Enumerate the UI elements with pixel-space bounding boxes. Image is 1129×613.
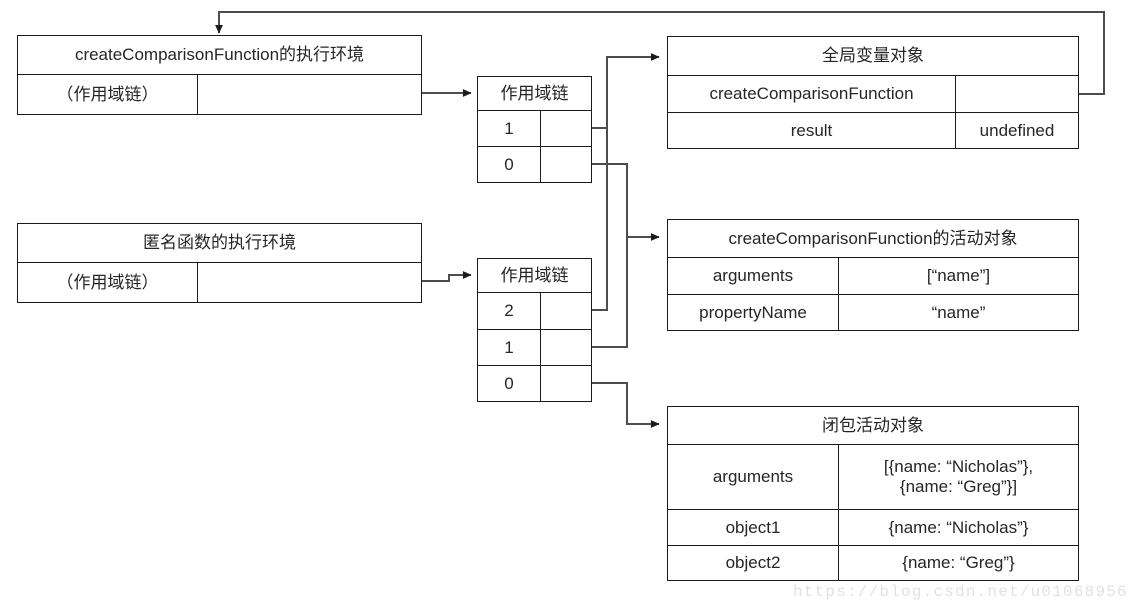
property-value: {name: “Greg”} [902,553,1015,573]
closure-activation-object: 闭包活动对象 arguments [{name: “Nicholas”}, {n… [667,406,1079,581]
property-key: object1 [668,510,839,545]
object-property-row: arguments [“name”] [668,258,1078,295]
wire-exec2-to-scope-inner [421,271,472,282]
property-value [956,76,1078,112]
context-scope-value [198,75,421,115]
context-scope-label: （作用域链） [18,75,198,115]
scope-chain-slot [541,147,591,182]
property-value: {name: “Nicholas”} [888,517,1029,537]
scope-chain-entry: 0 [478,147,591,182]
wire-outer1-to-global [592,53,660,129]
scope-chain-entry: 2 [478,293,591,330]
create-comparison-function-context: createComparisonFunction的执行环境 （作用域链） [17,35,422,115]
property-key: createComparisonFunction [668,76,956,112]
context-title-row: 匿名函数的执行环境 [18,224,421,263]
create-comparison-function-activation-object: createComparisonFunction的活动对象 arguments … [667,219,1079,331]
scope-chain-inner: 作用域链 2 1 0 [477,258,592,402]
object-property-row: createComparisonFunction [668,76,1078,113]
scope-chain-entry: 1 [478,111,591,147]
scope-chain-index: 0 [478,147,541,182]
object-title-row: 全局变量对象 [668,37,1078,76]
scope-chain-slot [541,111,591,146]
scope-chain-slot [541,293,591,329]
global-variable-object: 全局变量对象 createComparisonFunction result u… [667,36,1079,149]
object-property-row: object1 {name: “Nicholas”} [668,510,1078,546]
wire-inner2-to-global [592,128,608,311]
context-scope-value [198,263,421,303]
property-value: “name” [931,302,986,322]
context-scope-label: （作用域链） [18,263,198,303]
scope-chain-slot [541,366,591,401]
property-value: undefined [979,120,1055,140]
object-property-row: arguments [{name: “Nicholas”}, {name: “G… [668,445,1078,510]
scope-chain-entry: 1 [478,330,591,366]
property-key: arguments [668,445,839,509]
context-title: createComparisonFunction的执行环境 [74,45,365,65]
wire-inner0-to-closure [592,382,660,428]
object-title: 全局变量对象 [822,46,924,66]
object-title: createComparisonFunction的活动对象 [728,228,1018,248]
property-key: object2 [668,546,839,580]
context-title-row: createComparisonFunction的执行环境 [18,36,421,75]
property-key: propertyName [668,295,839,330]
scope-chain-index: 1 [478,330,541,365]
scope-chain-title-row: 作用域链 [478,77,591,111]
anonymous-function-context: 匿名函数的执行环境 （作用域链） [17,223,422,303]
scope-chain-outer: 作用域链 1 0 [477,76,592,183]
scope-chain-title-row: 作用域链 [478,259,591,293]
watermark: https://blog.csdn.net/u010689561 [793,583,1129,601]
context-scope-row: （作用域链） [18,263,421,303]
wire-inner1-to-ccf-activation [592,237,628,348]
object-property-row: object2 {name: “Greg”} [668,546,1078,580]
object-property-row: result undefined [668,113,1078,148]
scope-chain-index: 1 [478,111,541,146]
scope-chain-index: 0 [478,366,541,401]
scope-chain-title: 作用域链 [500,265,569,285]
scope-chain-index: 2 [478,293,541,329]
context-scope-row: （作用域链） [18,75,421,115]
object-property-row: propertyName “name” [668,295,1078,330]
wire-outer0-to-ccf-activation [592,163,660,241]
property-value: [{name: “Nicholas”}, {name: “Greg”}] [883,457,1034,496]
object-title: 闭包活动对象 [822,415,924,435]
property-key: arguments [668,258,839,294]
scope-chain-slot [541,330,591,365]
context-title: 匿名函数的执行环境 [143,233,296,253]
scope-chain-title: 作用域链 [500,83,569,103]
property-value: [“name”] [926,266,991,286]
object-title-row: createComparisonFunction的活动对象 [668,220,1078,258]
object-title-row: 闭包活动对象 [668,407,1078,445]
property-key: result [668,113,956,148]
scope-chain-entry: 0 [478,366,591,401]
